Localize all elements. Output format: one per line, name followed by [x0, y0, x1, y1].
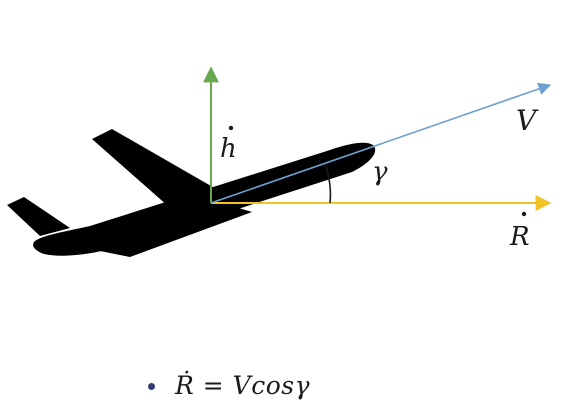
velocity-label: V: [516, 104, 539, 137]
h-dot-accent: [228, 125, 234, 131]
airplane-silhouette-icon: [7, 129, 376, 257]
r-dot-accent: [521, 211, 527, 217]
velocity-arrow: [210, 82, 552, 204]
aircraft-fuselage: [33, 142, 376, 256]
aircraft-tail-fin: [7, 197, 70, 236]
aircraft-lower-wing: [80, 206, 252, 257]
ground-speed-equation: Ṙ = Vcosγ: [148, 368, 310, 402]
flight-path-angle-arc: [324, 163, 332, 204]
bullet-icon: [148, 382, 155, 390]
label-h-dot: h: [220, 125, 237, 164]
r-dot-label: R: [509, 222, 530, 252]
gamma-label: γ: [372, 157, 388, 187]
label-r-dot: R: [509, 211, 530, 252]
aircraft-upper-wing: [92, 129, 218, 206]
h-dot-label: h: [220, 134, 237, 164]
equation-text: Ṙ = Vcosγ: [175, 370, 311, 400]
